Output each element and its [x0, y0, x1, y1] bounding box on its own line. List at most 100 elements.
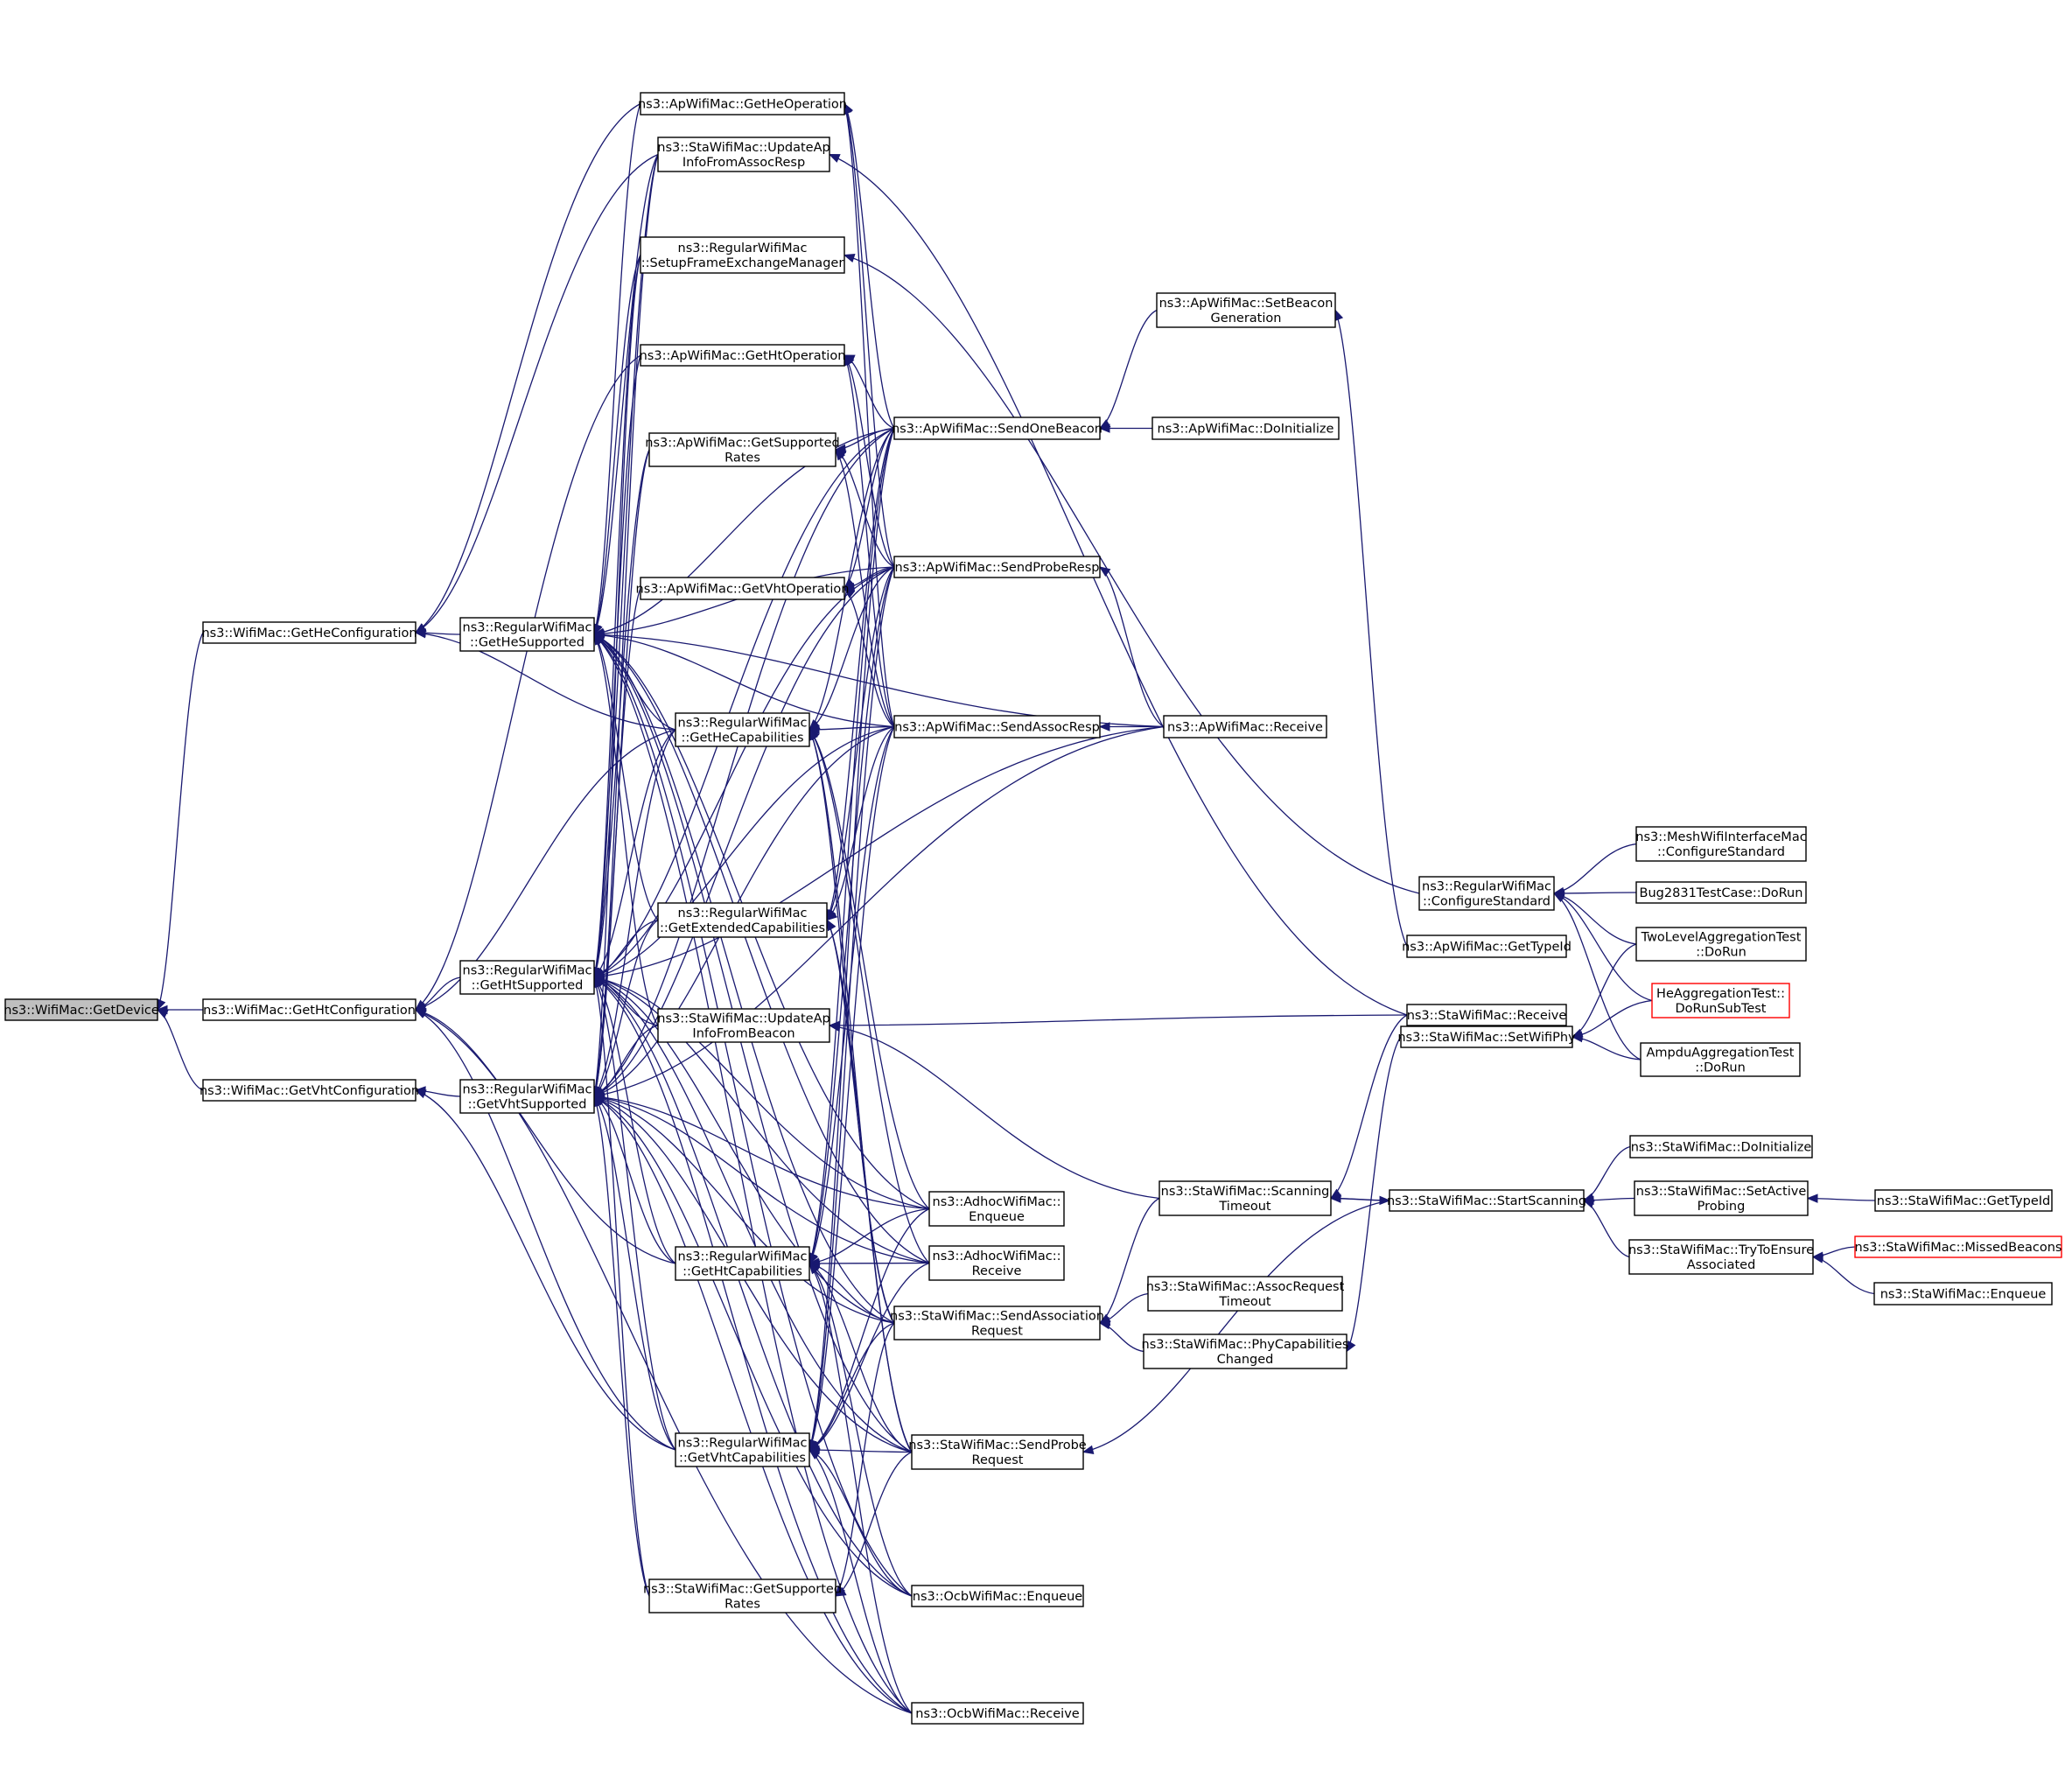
- node-getdevice[interactable]: ns3::WifiMac::GetDevice: [4, 998, 159, 1021]
- edge-sendassocresp-to-apheop: [844, 103, 895, 727]
- node-staupdassoc[interactable]: ns3::StaWifiMac::UpdateApInfoFromAssocRe…: [657, 136, 830, 172]
- node-aprecv[interactable]: ns3::ApWifiMac::Receive: [1163, 715, 1327, 738]
- edge-apheop-to-gethecfg: [415, 102, 641, 634]
- node-htcap[interactable]: ns3::RegularWifiMac::GetHtCapabilities: [675, 1246, 810, 1281]
- edge-sendassocreq-to-vhtsupp: [593, 1096, 895, 1324]
- node-label: ns3::AdhocWifiMac::: [933, 1195, 1061, 1209]
- arrowhead-sendprobereq-to-extcap: [826, 919, 836, 932]
- node-bug2831[interactable]: Bug2831TestCase::DoRun: [1635, 881, 1807, 904]
- edge-ampdu-to-setwifiphy: [1572, 1036, 1642, 1060]
- node-label: ::GetHtSupported: [472, 979, 584, 993]
- node-box: [1628, 1239, 1814, 1275]
- node-box: [1163, 715, 1327, 738]
- edge-ocbenq-to-hesupp: [593, 634, 913, 1597]
- edge-vhtcap-to-getvhtcfg: [415, 1089, 676, 1451]
- edge-sendonebeacon-to-apheop: [844, 103, 895, 429]
- node-gethtcfg[interactable]: ns3::WifiMac::GetHtConfiguration: [202, 998, 416, 1021]
- edge-hecap-to-vhtsupp: [593, 729, 676, 1097]
- arrowhead-aprecv-to-vhtsupp: [592, 1089, 606, 1100]
- node-staenq[interactable]: ns3::StaWifiMac::Enqueue: [1873, 1282, 2053, 1306]
- node-box: [911, 1702, 1084, 1725]
- node-box: [893, 1306, 1101, 1340]
- node-vhtcap[interactable]: ns3::RegularWifiMac::GetVhtCapabilities: [675, 1432, 810, 1467]
- edge-cfgstd-to-setupfem: [844, 254, 1420, 894]
- node-hesupp[interactable]: ns3::RegularWifiMac::GetHeSupported: [459, 617, 595, 652]
- node-stagettypeid[interactable]: ns3::StaWifiMac::GetTypeId: [1874, 1189, 2053, 1212]
- arrowhead-cfgstd-to-setupfem: [843, 253, 856, 262]
- arrowhead-apgettypeid-to-setbeacongen: [1334, 309, 1344, 322]
- node-label: ns3::RegularWifiMac: [678, 1250, 808, 1264]
- node-aphtop[interactable]: ns3::ApWifiMac::GetHtOperation: [640, 344, 846, 367]
- arrowhead-starecv-to-staupdassoc: [828, 153, 841, 163]
- node-setwifiphy[interactable]: ns3::StaWifiMac::SetWifiPhy: [1397, 1026, 1576, 1048]
- node-starecv[interactable]: ns3::StaWifiMac::Receive: [1406, 1004, 1567, 1026]
- edge-extcap-to-hesupp: [593, 634, 659, 920]
- node-label: ns3::ApWifiMac::SendAssocResp: [894, 721, 1100, 735]
- node-label: ns3::OcbWifiMac::Enqueue: [913, 1590, 1083, 1604]
- node-apgettypeid[interactable]: ns3::ApWifiMac::GetTypeId: [1402, 934, 1572, 958]
- edge-starecv-to-staupdbeacon: [829, 1014, 1408, 1026]
- node-gethecfg[interactable]: ns3::WifiMac::GetHeConfiguration: [201, 621, 417, 644]
- node-vhtsupp[interactable]: ns3::RegularWifiMac::GetVhtSupported: [459, 1079, 595, 1114]
- node-label: ns3::RegularWifiMac: [463, 964, 592, 978]
- arrowhead-sendassocresp-to-extcap: [825, 910, 838, 921]
- edge-htcap-to-vhtsupp: [593, 1096, 676, 1264]
- node-sendonebeacon[interactable]: ns3::ApWifiMac::SendOneBeacon: [892, 416, 1102, 440]
- node-label: ns3::WifiMac::GetDevice: [4, 1004, 159, 1018]
- arrowhead-ocbrecv-to-gethtcfg: [414, 1009, 427, 1018]
- node-heagg[interactable]: HeAggregationTest::DoRunSubTest: [1651, 983, 1790, 1018]
- node-setupfem[interactable]: ns3::RegularWifiMac::SetupFrameExchangeM…: [640, 236, 845, 274]
- node-box: [459, 960, 595, 995]
- node-getvhtcfg[interactable]: ns3::WifiMac::GetVhtConfiguration: [200, 1079, 419, 1102]
- node-label: Request: [972, 1453, 1024, 1467]
- edges-layer: [156, 102, 1876, 1714]
- node-adhocrecv[interactable]: ns3::AdhocWifiMac::Receive: [928, 1245, 1065, 1281]
- arrowhead-aprecv-to-sendproberesp: [1098, 566, 1111, 577]
- edge-ocbrecv-to-vhtsupp: [593, 1096, 913, 1714]
- edge-adhocenq-to-vhtcap: [808, 1208, 930, 1451]
- node-meshcfg[interactable]: ns3::MeshWifiInterfaceMac::ConfigureStan…: [1635, 826, 1807, 862]
- node-adhocenq[interactable]: ns3::AdhocWifiMac::Enqueue: [928, 1191, 1065, 1227]
- edge-sendassocresp-to-aphtop: [844, 354, 895, 727]
- edge-sendonebeacon-to-vhtcap: [808, 428, 895, 1451]
- node-sendassocresp[interactable]: ns3::ApWifiMac::SendAssocResp: [893, 715, 1101, 738]
- node-box: [4, 998, 158, 1021]
- node-label: ns3::StaWifiMac::SendAssociation: [890, 1310, 1104, 1324]
- node-label: ::ConfigureStandard: [1657, 845, 1785, 859]
- edge-sendassocreq-to-stasupprates: [835, 1322, 895, 1597]
- node-label: Enqueue: [969, 1210, 1025, 1224]
- edge-vhtcap-to-vhtsupp: [593, 1096, 676, 1451]
- node-ocbenq[interactable]: ns3::OcbWifiMac::Enqueue: [911, 1585, 1084, 1607]
- node-apheop[interactable]: ns3::ApWifiMac::GetHeOperation: [638, 92, 847, 116]
- node-sendproberesp[interactable]: ns3::ApWifiMac::SendProbeResp: [893, 556, 1101, 578]
- node-label: ns3::MeshWifiInterfaceMac: [1635, 830, 1806, 844]
- node-box: [675, 712, 810, 747]
- node-startscan[interactable]: ns3::StaWifiMac::StartScanning: [1387, 1189, 1586, 1212]
- node-ampdu[interactable]: AmpduAggregationTest::DoRun: [1640, 1042, 1801, 1077]
- node-apdoinit[interactable]: ns3::ApWifiMac::DoInitialize: [1152, 416, 1340, 440]
- node-box: [1635, 826, 1807, 862]
- edge-sendproberesp-to-vhtsupp: [593, 566, 895, 1097]
- node-ocbrecv[interactable]: ns3::OcbWifiMac::Receive: [911, 1702, 1084, 1725]
- edge-aprecv-to-htsupp: [593, 725, 1165, 978]
- node-cfgstd[interactable]: ns3::RegularWifiMac::ConfigureStandard: [1418, 876, 1555, 911]
- node-stadoinit[interactable]: ns3::StaWifiMac::DoInitialize: [1629, 1135, 1813, 1158]
- node-extcap[interactable]: ns3::RegularWifiMac::GetExtendedCapabili…: [657, 902, 828, 938]
- node-hecap[interactable]: ns3::RegularWifiMac::GetHeCapabilities: [675, 712, 810, 747]
- node-twolevel[interactable]: TwoLevelAggregationTest::DoRun: [1635, 927, 1807, 962]
- node-box: [1873, 1282, 2053, 1306]
- node-htsupp[interactable]: ns3::RegularWifiMac::GetHtSupported: [459, 960, 595, 995]
- node-apvhtop[interactable]: ns3::ApWifiMac::GetVhtOperation: [636, 577, 850, 600]
- node-missedbeacons[interactable]: ns3::StaWifiMac::MissedBeacons: [1854, 1236, 2062, 1258]
